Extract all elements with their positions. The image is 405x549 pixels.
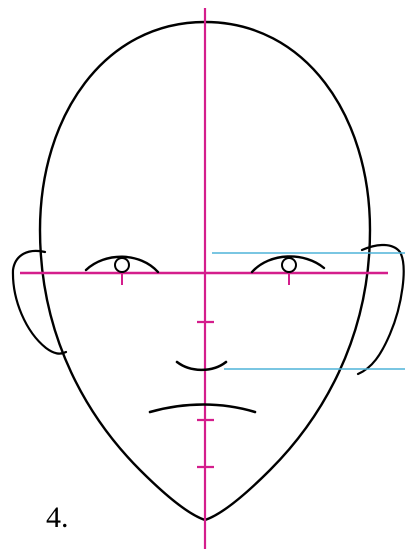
left-eyelid: [86, 257, 158, 272]
mouth: [150, 405, 255, 413]
step-number-label: 4.: [46, 503, 69, 533]
left-iris: [115, 258, 129, 272]
nose: [177, 362, 226, 370]
right-ear: [358, 245, 404, 374]
right-eye: [252, 256, 324, 272]
left-eye: [86, 257, 158, 272]
right-iris: [282, 258, 296, 272]
guide-lines: [20, 8, 388, 549]
ear-reference-lines: [212, 253, 405, 369]
